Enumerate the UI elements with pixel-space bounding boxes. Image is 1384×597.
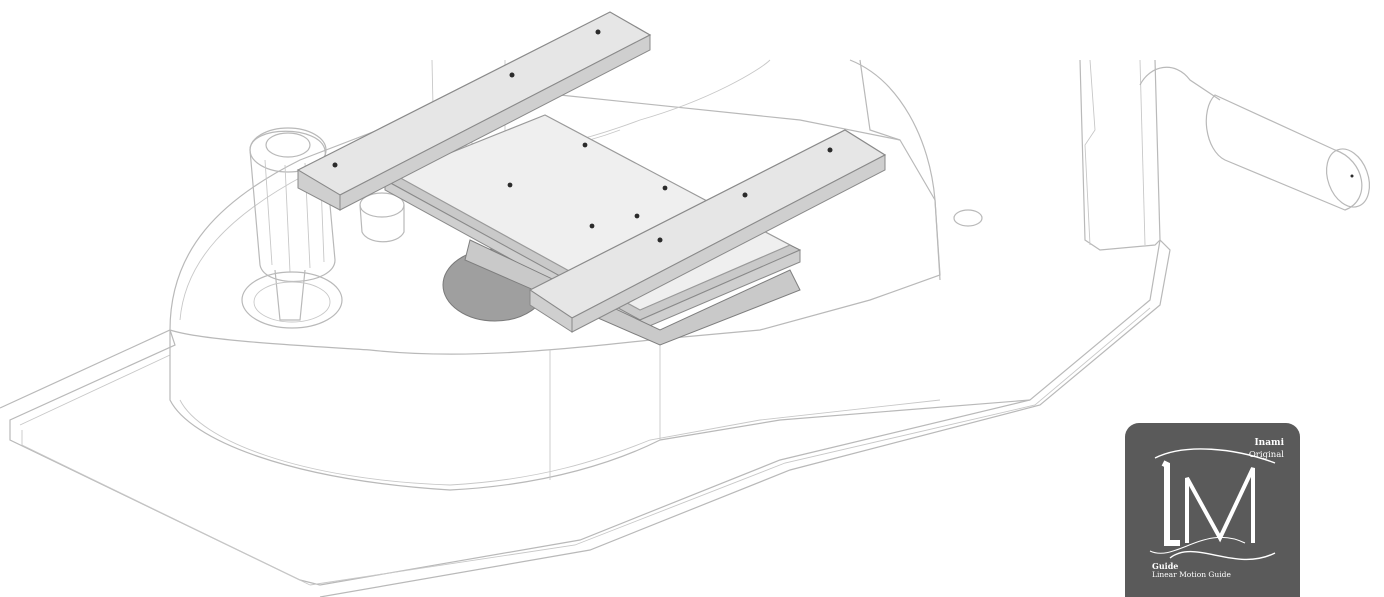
rail-upper-left bbox=[296, 11, 652, 211]
round-plug bbox=[953, 209, 983, 227]
guide-label: Guide bbox=[1152, 561, 1179, 571]
upright-column bbox=[849, 59, 941, 281]
crank-handle bbox=[1139, 66, 1371, 211]
adjustment-knob bbox=[241, 127, 343, 329]
upright-post-inner bbox=[1084, 59, 1146, 246]
housing-front bbox=[169, 330, 1031, 491]
brand-logo: Inami Original Guide Linear Motion Guide bbox=[1125, 423, 1300, 597]
guide-subtitle: Linear Motion Guide bbox=[1152, 570, 1231, 579]
small-cylinder bbox=[359, 192, 405, 243]
rail-lower-right bbox=[528, 129, 887, 333]
lm-monogram-icon bbox=[1149, 448, 1276, 561]
brand-subtitle: Original bbox=[1248, 450, 1284, 460]
base-plate-outline bbox=[0, 238, 1171, 597]
base-plate-inner bbox=[19, 307, 1151, 586]
housing-body bbox=[169, 94, 941, 355]
upright-post bbox=[1079, 59, 1161, 251]
housing-seam bbox=[549, 335, 661, 480]
housing-top-edge bbox=[179, 124, 941, 486]
lower-block bbox=[464, 239, 801, 346]
brand-name: Inami bbox=[1254, 438, 1284, 448]
